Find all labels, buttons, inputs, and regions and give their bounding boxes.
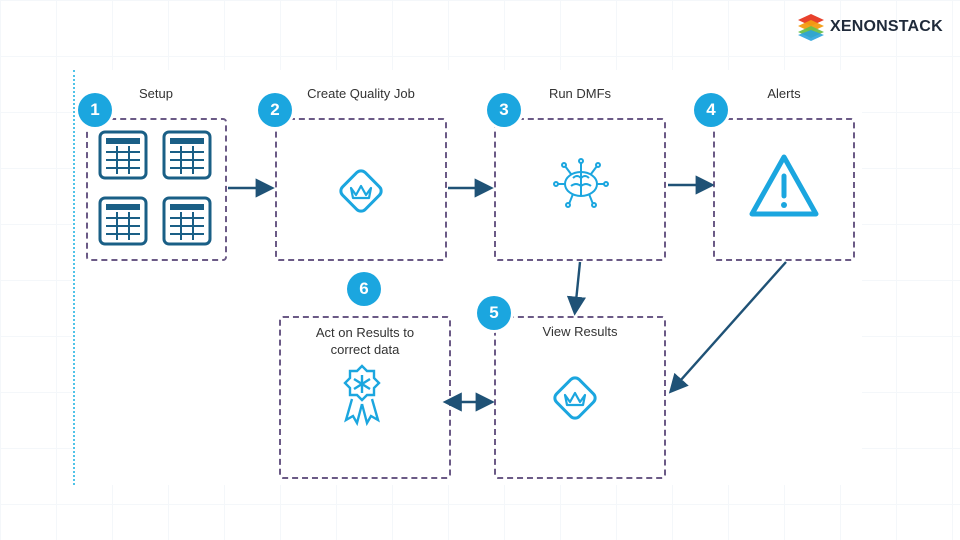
- step-badge-4: 4: [694, 93, 728, 127]
- step-setup-box: [86, 118, 227, 261]
- step-badge-1: 1: [78, 93, 112, 127]
- step-badge-5: 5: [477, 296, 511, 330]
- step-label-act-on-results: Act on Results to correct data: [315, 325, 415, 357]
- table-icon: [98, 130, 212, 246]
- step-view-results-box: [494, 316, 666, 479]
- step-label-run-dmfs: Run DMFs: [548, 86, 612, 101]
- brain-circuit-icon: [553, 158, 609, 208]
- step-badge-6: 6: [347, 272, 381, 306]
- brand-logo: XENONSTACK: [796, 10, 943, 44]
- warning-icon: [749, 154, 819, 217]
- snowflake-award-icon: [343, 364, 381, 426]
- brand-name: XENONSTACK: [830, 18, 943, 35]
- step-label-create-quality-job: Create Quality Job: [307, 86, 415, 101]
- dotted-guide-line: [73, 70, 75, 485]
- step-create-quality-job-box: [275, 118, 447, 261]
- step-label-view-results: View Results: [542, 324, 618, 339]
- crown-diamond-icon: [339, 169, 383, 213]
- step-label-alerts: Alerts: [767, 86, 801, 101]
- layers-logo-icon: [798, 14, 824, 41]
- step-run-dmfs-box: [494, 118, 666, 261]
- crown-diamond-icon: [553, 376, 597, 420]
- step-label-setup: Setup: [139, 86, 173, 101]
- step-badge-2: 2: [258, 93, 292, 127]
- step-badge-3: 3: [487, 93, 521, 127]
